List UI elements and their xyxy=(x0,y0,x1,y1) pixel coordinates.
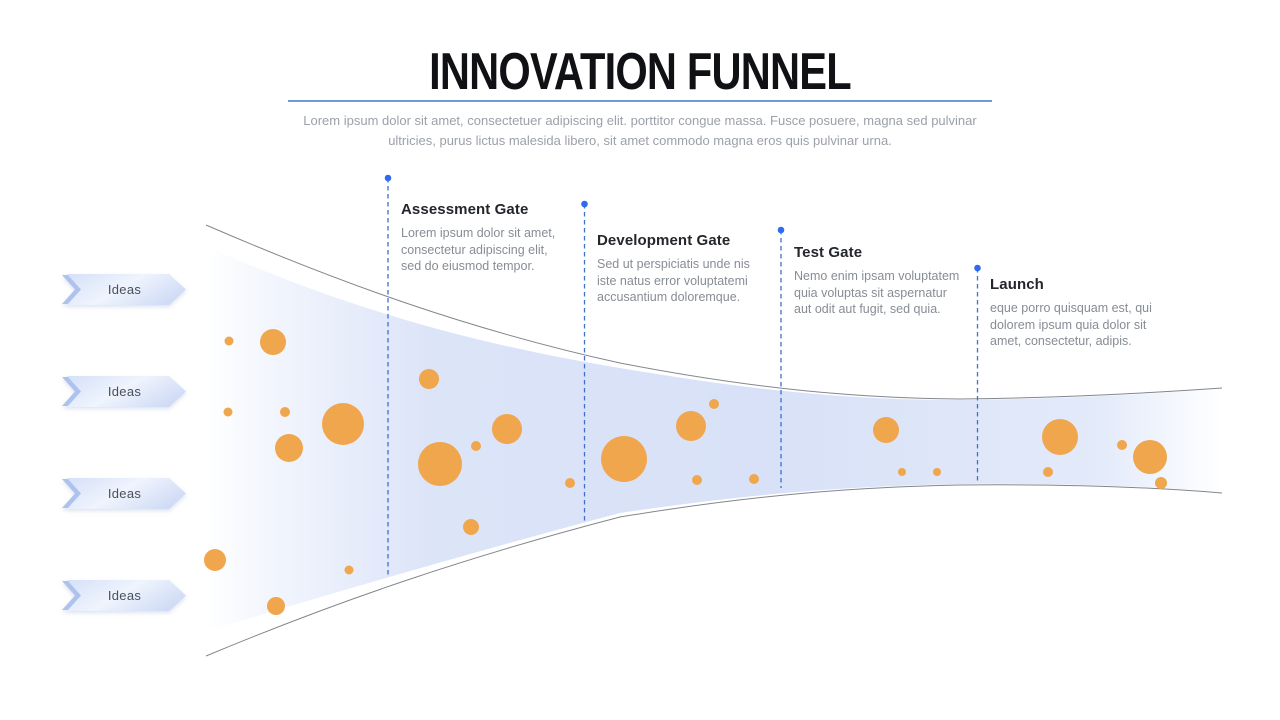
idea-bubble xyxy=(223,407,233,417)
banner-body: Ideas xyxy=(67,580,186,611)
subtitle: Lorem ipsum dolor sit amet, consectetuer… xyxy=(240,111,1040,151)
idea-bubble xyxy=(224,336,234,346)
gate-description-line: sed do eiusmod tempor. xyxy=(401,259,535,273)
idea-bubble xyxy=(204,549,226,571)
gate-description-line: quia voluptas sit aspernatur xyxy=(794,285,947,300)
gate-description-line: amet, consectetur, adipis. xyxy=(990,334,1132,348)
gate-description-line: consectetur adipiscing elit, xyxy=(401,242,548,257)
idea-bubble xyxy=(1042,419,1078,455)
idea-bubble xyxy=(601,436,647,482)
idea-bubbles-layer xyxy=(204,329,1167,615)
banner-body: Ideas xyxy=(67,274,186,305)
idea-banner: Ideas xyxy=(62,376,186,407)
gate-title: Test Gate xyxy=(794,244,863,261)
funnel-bottom-edge xyxy=(205,484,1223,657)
idea-bubble xyxy=(1133,440,1167,474)
idea-bubble xyxy=(322,403,364,445)
idea-bubble xyxy=(418,442,462,486)
gate-dot-icon xyxy=(384,174,392,182)
idea-bubble xyxy=(873,417,899,443)
gate-title: Assessment Gate xyxy=(401,201,529,218)
idea-bubble xyxy=(692,475,702,485)
gate-marker-development xyxy=(581,200,588,524)
subtitle-line: Lorem ipsum dolor sit amet, consectetuer… xyxy=(303,113,977,128)
gate-title: Development Gate xyxy=(597,232,731,249)
idea-bubble xyxy=(749,474,759,484)
banner-body: Ideas xyxy=(67,376,186,407)
subtitle-line: ultricies, purus lictus malesida libero,… xyxy=(388,133,892,148)
gate-marker-assessment xyxy=(384,174,392,578)
idea-bubble xyxy=(492,414,522,444)
idea-bubble xyxy=(463,519,479,535)
funnel-fill xyxy=(210,248,1220,630)
gate-marker-test xyxy=(777,226,785,488)
gate-description-line: iste natus error voluptatemi xyxy=(597,273,748,288)
gate-marker-launch xyxy=(974,264,981,484)
idea-banner: Ideas xyxy=(62,478,186,509)
idea-bubble xyxy=(1043,467,1053,477)
gate-description-line: dolorem ipsum quia dolor sit xyxy=(990,317,1147,332)
idea-label: Ideas xyxy=(107,384,142,399)
gate-block-test: Test Gate Nemo enim ipsam voluptatem qui… xyxy=(794,244,984,318)
idea-bubble xyxy=(898,468,906,476)
idea-bubble xyxy=(267,597,285,615)
page-title: INNOVATION FUNNEL xyxy=(429,43,851,101)
gate-description-line: Nemo enim ipsam voluptatem xyxy=(794,269,960,283)
idea-bubble xyxy=(344,565,354,575)
idea-bubble xyxy=(709,399,719,409)
gate-block-launch: Launch eque porro quisquam est, qui dolo… xyxy=(990,276,1180,350)
gate-dot-icon xyxy=(974,264,981,272)
gate-dot-icon xyxy=(777,226,785,234)
funnel-top-edge xyxy=(205,224,1223,400)
gate-block-development: Development Gate Sed ut perspiciatis und… xyxy=(597,232,787,306)
idea-bubble xyxy=(565,478,575,488)
idea-label: Ideas xyxy=(107,588,142,603)
gate-description-line: Lorem ipsum dolor sit amet, xyxy=(401,226,556,240)
idea-banner: Ideas xyxy=(62,580,186,611)
idea-bubble xyxy=(676,411,706,441)
gate-description-line: eque porro quisquam est, qui xyxy=(990,301,1152,315)
idea-bubble xyxy=(260,329,286,355)
title-underline xyxy=(288,100,992,102)
idea-label: Ideas xyxy=(107,282,142,297)
idea-label: Ideas xyxy=(107,486,142,501)
idea-bubble xyxy=(419,369,439,389)
gate-dot-icon xyxy=(581,200,588,208)
gate-title: Launch xyxy=(990,276,1044,293)
idea-bubble xyxy=(1155,477,1167,489)
gate-description-line: accusantium doloremque. xyxy=(597,290,741,304)
gate-description-line: Sed ut perspiciatis unde nis xyxy=(597,257,750,271)
idea-bubble xyxy=(471,441,481,451)
banner-body: Ideas xyxy=(67,478,186,509)
idea-bubble xyxy=(280,407,290,417)
idea-banner: Ideas xyxy=(62,274,186,305)
idea-bubble xyxy=(275,434,303,462)
idea-bubble xyxy=(1117,440,1127,450)
gate-description-line: aut odit aut fugit, sed quia. xyxy=(794,302,941,316)
idea-bubble xyxy=(933,468,941,476)
gate-block-assessment: Assessment Gate Lorem ipsum dolor sit am… xyxy=(401,201,591,275)
